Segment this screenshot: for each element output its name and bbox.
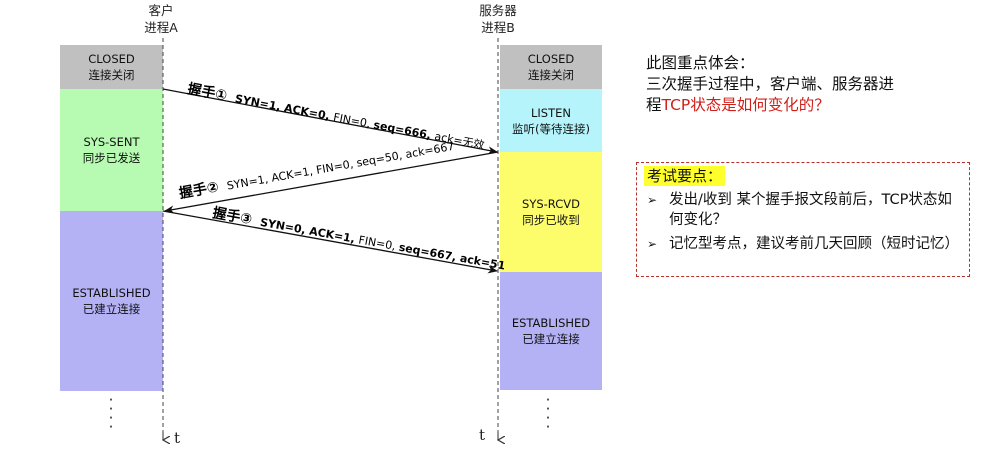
server-time-label: t bbox=[479, 426, 486, 444]
server-state-syn-rcvd: SYS-RCVD 同步已收到 bbox=[500, 152, 602, 272]
handshake-2-text: 握手② SYN=1, ACK=1, FIN=0, seq=50, ack=667 bbox=[178, 137, 456, 202]
client-continuation-dots: ···· bbox=[108, 391, 114, 436]
handshake-3-field-1: SYN=0, ACK=1, bbox=[259, 216, 360, 246]
client-header: 客户 进程A bbox=[136, 2, 186, 36]
server-state-syn-rcvd-name: SYS-RCVD bbox=[522, 197, 580, 211]
server-state-established-desc: 已建立连接 bbox=[522, 332, 580, 346]
handshake-2-arrow bbox=[164, 151, 499, 214]
client-state-syn-sent: SYS-SENT 同步已发送 bbox=[60, 89, 163, 211]
client-time-label: t bbox=[174, 429, 181, 447]
server-header-line1: 服务器 bbox=[479, 3, 517, 18]
handshake-2-field-3: seq=50, ack=667 bbox=[355, 140, 455, 170]
server-state-established: ESTABLISHED 已建立连接 bbox=[500, 272, 602, 390]
exam-bullet-2-text: 记忆型考点，建议考前几天回顾（短时记忆） bbox=[669, 236, 959, 252]
handshake-1-label: 握手① bbox=[186, 80, 228, 104]
bullet-arrow-icon: ➢ bbox=[647, 237, 658, 251]
key-point-note: 此图重点体会： 三次握手过程中，客户端、服务器进 程TCP状态是如何变化的？ bbox=[646, 53, 946, 116]
server-state-established-name: ESTABLISHED bbox=[511, 316, 591, 330]
handshake-3-field-2: FIN=0, bbox=[357, 233, 400, 253]
exam-points-box: 考试要点： ➢ 发出/收到 某个握手报文段前后，TCP状态如何变化？ ➢ 记忆型… bbox=[636, 162, 970, 277]
exam-points-title: 考试要点： bbox=[644, 166, 726, 186]
handshake-2-field-2: FIN=0, bbox=[315, 157, 358, 177]
server-state-listen-name: LISTEN bbox=[531, 105, 571, 120]
handshake-1-field-1: SYN=1, ACK=0, bbox=[234, 92, 335, 123]
client-state-established-name: ESTABLISHED bbox=[72, 286, 151, 300]
exam-bullet-1-text: 发出/收到 某个握手报文段前后，TCP状态如何变化？ bbox=[669, 192, 952, 228]
bullet-arrow-icon: ➢ bbox=[647, 193, 658, 207]
client-state-syn-sent-name: SYS-SENT bbox=[83, 135, 140, 149]
client-state-closed-desc: 连接关闭 bbox=[88, 68, 135, 82]
server-header: 服务器 进程B bbox=[468, 2, 528, 36]
handshake-1-field-2: FIN=0, bbox=[332, 111, 375, 131]
handshake-3-arrow bbox=[162, 210, 498, 274]
client-state-closed: CLOSED 连接关闭 bbox=[60, 45, 163, 89]
server-state-syn-rcvd-desc: 同步已收到 bbox=[522, 213, 580, 227]
server-state-listen: LISTEN 监听(等待连接) bbox=[500, 89, 602, 152]
note-line-3: 程TCP状态是如何变化的？ bbox=[646, 95, 946, 116]
handshake-3-text: 握手③ SYN=0, ACK=1, FIN=0, seq=667, ack=51 bbox=[211, 204, 507, 273]
server-state-listen-desc: 监听(等待连接) bbox=[512, 121, 590, 136]
handshake-3-label: 握手③ bbox=[211, 204, 253, 228]
handshake-2-label: 握手② bbox=[178, 178, 220, 202]
note-line-3-highlight: TCP状态是如何变化的？ bbox=[661, 96, 830, 114]
client-header-line2: 进程A bbox=[144, 20, 178, 35]
note-line-2: 三次握手过程中，客户端、服务器进 bbox=[646, 75, 895, 93]
handshake-2-field-1: SYN=1, ACK=1, bbox=[226, 164, 317, 193]
client-state-syn-sent-desc: 同步已发送 bbox=[82, 151, 141, 165]
note-line-1: 此图重点体会： bbox=[646, 54, 755, 72]
server-state-closed-desc: 连接关闭 bbox=[528, 68, 574, 82]
client-state-established: ESTABLISHED 已建立连接 bbox=[60, 211, 163, 391]
server-state-closed: CLOSED 连接关闭 bbox=[500, 45, 602, 89]
exam-bullet-1: ➢ 发出/收到 某个握手报文段前后，TCP状态如何变化？ bbox=[647, 190, 959, 230]
note-line-3-prefix: 程 bbox=[646, 96, 662, 114]
client-state-established-desc: 已建立连接 bbox=[82, 302, 141, 316]
handshake-1-field-3: seq=666, bbox=[372, 118, 435, 142]
server-continuation-dots: ···· bbox=[545, 391, 551, 436]
server-header-line2: 进程B bbox=[481, 20, 515, 35]
server-state-closed-name: CLOSED bbox=[527, 52, 575, 66]
client-header-line1: 客户 bbox=[148, 3, 174, 18]
client-state-closed-name: CLOSED bbox=[88, 52, 135, 66]
handshake-1-arrow bbox=[162, 88, 498, 155]
exam-bullet-2: ➢ 记忆型考点，建议考前几天回顾（短时记忆） bbox=[647, 234, 959, 254]
